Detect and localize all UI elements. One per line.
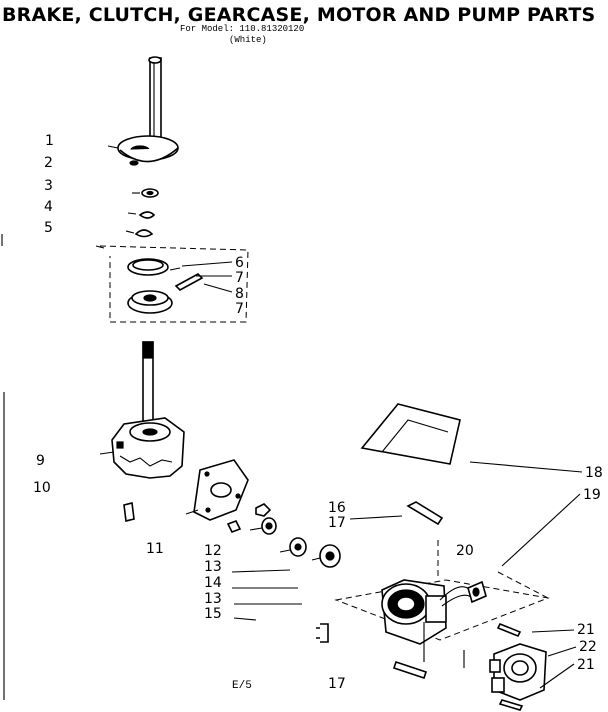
pump-gear-parts xyxy=(249,503,341,568)
callout-label: 3 xyxy=(44,178,53,194)
callout-label: 15 xyxy=(204,606,222,622)
callout-label: 4 xyxy=(44,199,53,215)
page-code: E/5 xyxy=(232,680,252,692)
callout-label: 19 xyxy=(583,487,601,503)
clutch-parts xyxy=(127,258,204,314)
gasket-part xyxy=(360,403,461,465)
callout-label: 5 xyxy=(44,220,53,236)
small-hardware-parts xyxy=(125,160,159,238)
brake-assembly-part xyxy=(107,56,179,163)
callout-label: 1 xyxy=(45,133,54,149)
callout-label: 16 xyxy=(328,500,346,516)
callout-label: 17 xyxy=(328,676,346,692)
callout-label: 18 xyxy=(585,465,603,481)
callout-label: 7 xyxy=(235,270,244,286)
callout-label: 6 xyxy=(235,255,244,271)
gearcase-part xyxy=(99,341,185,522)
callout-label: 13 xyxy=(204,591,222,607)
callout-label: 11 xyxy=(146,541,164,557)
callout-label: 9 xyxy=(36,453,45,469)
callout-label: 21 xyxy=(577,622,595,638)
callout-label: 21 xyxy=(577,657,595,673)
callout-label: 12 xyxy=(204,543,222,559)
bearing-housing-part xyxy=(185,459,249,534)
callout-label: 20 xyxy=(456,543,474,559)
callout-label: 14 xyxy=(204,575,222,591)
clip-bracket-part xyxy=(316,623,329,643)
callout-label: 8 xyxy=(235,286,244,302)
pump-part xyxy=(489,622,547,711)
callout-label: 2 xyxy=(44,155,53,171)
color-line: (White) xyxy=(229,35,267,45)
callout-label: 22 xyxy=(579,639,597,655)
callout-label: 13 xyxy=(204,559,222,575)
callout-label: 10 xyxy=(33,480,51,496)
diagram-title: BRAKE, CLUTCH, GEARCASE, MOTOR AND PUMP … xyxy=(2,4,596,26)
callout-label: 7 xyxy=(235,301,244,317)
model-line: For Model: 110.81320120 xyxy=(180,24,305,34)
wire-clip-part xyxy=(406,501,444,526)
motor-part xyxy=(381,579,487,680)
callout-label: 17 xyxy=(328,515,346,531)
